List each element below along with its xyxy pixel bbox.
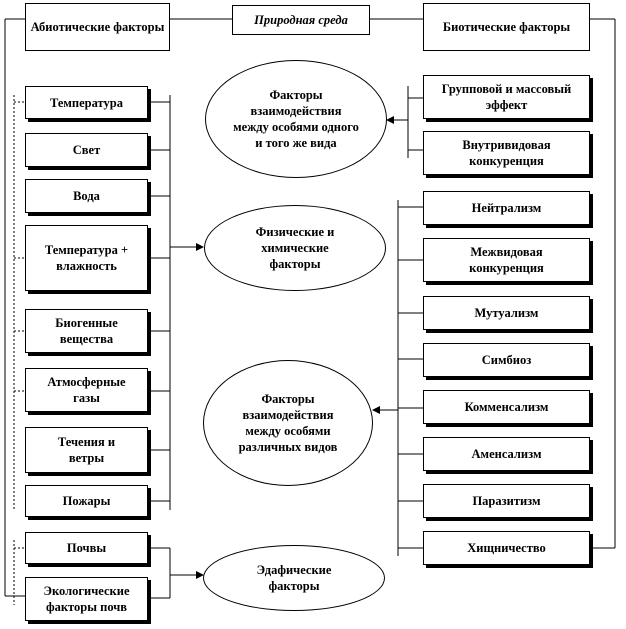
oval-interspecific-factors: Факторы взаимодействия между особями раз…	[203, 360, 373, 486]
right-box-mutualism: Мутуализм	[423, 296, 590, 330]
left-box-temperature: Температура	[25, 86, 148, 119]
right-box-parasitism: Паразитизм	[423, 484, 590, 518]
left-box-water: Вода	[25, 179, 148, 213]
left-box-fires: Пожары	[25, 485, 148, 517]
left-box-biogenic-substances: Биогенные вещества	[25, 309, 148, 353]
biotic-factors-box: Биотические факторы	[423, 3, 590, 51]
right-box-symbiosis: Симбиоз	[423, 343, 590, 377]
right-box-group-mass-effect: Групповой и массовый эффект	[423, 75, 590, 119]
left-box-currents-winds: Течения и ветры	[25, 427, 148, 473]
left-box-soil-ecological-factors: Экологические факторы почв	[25, 577, 148, 621]
left-box-atmospheric-gases: Атмосферные газы	[25, 368, 148, 412]
left-box-temperature-humidity: Температура + влажность	[25, 225, 148, 291]
left-box-soils: Почвы	[25, 532, 148, 564]
right-box-predation: Хищничество	[423, 531, 590, 565]
right-box-intraspecific-competition: Внутривидовая конкуренция	[423, 131, 590, 175]
right-box-neutralism: Нейтрализм	[423, 191, 590, 225]
natural-environment-box: Природная среда	[232, 5, 370, 35]
right-box-amensalism: Аменсализм	[423, 437, 590, 471]
right-box-commensalism: Комменсализм	[423, 390, 590, 424]
left-box-light: Свет	[25, 133, 148, 167]
abiotic-factors-box: Абиотические факторы	[25, 3, 170, 51]
oval-intraspecific-factors: Факторы взаимодействия между особями одн…	[205, 60, 387, 178]
oval-physical-chemical-factors: Физические и химические факторы	[204, 205, 386, 291]
oval-edaphic-factors: Эдафические факторы	[203, 545, 385, 611]
right-box-interspecific-competition: Межвидовая конкуренция	[423, 238, 590, 282]
